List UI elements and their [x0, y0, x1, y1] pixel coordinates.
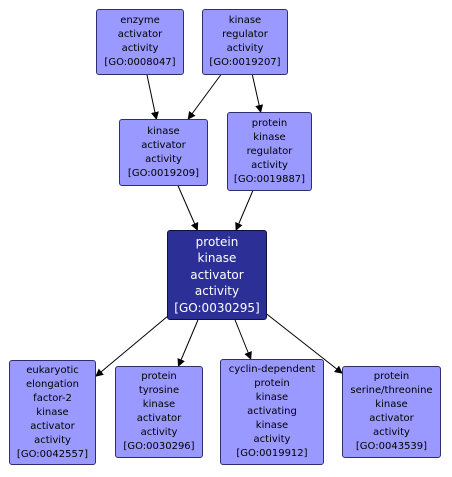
node-line: protein — [141, 371, 177, 382]
node-go-id: [GO:0019912] — [236, 448, 308, 459]
node-line: regulator — [246, 145, 293, 157]
node-line: protein — [373, 371, 410, 382]
node-line: protein — [254, 378, 290, 389]
node-line: eukaryotic — [26, 364, 79, 376]
node-go-id: [GO:0030296] — [123, 441, 195, 452]
edge-0030295-to-0042557 — [95, 316, 168, 377]
node-line: activator — [136, 413, 182, 424]
node-line: activity — [253, 434, 291, 445]
node-line: cyclin-dependent — [228, 364, 316, 375]
edge-0019207-to-0019887 — [251, 74, 264, 113]
node-go-id: [GO:0043539] — [355, 441, 428, 452]
node-line: kinase — [375, 399, 408, 410]
node-line: kinase — [147, 125, 180, 137]
node-line: kinase — [255, 392, 289, 403]
edge-0030295-to-0030296 — [177, 319, 199, 367]
node-line: regulator — [222, 29, 268, 40]
node-go-id: [GO:0030295] — [174, 300, 260, 315]
node-line: protein — [251, 117, 288, 129]
edge-0008047-to-0019209 — [146, 74, 159, 120]
node-line: activator — [141, 139, 186, 151]
node-line: tyrosine — [138, 385, 180, 396]
go-node-0042557[interactable]: eukaryotic elongation factor-2 kinase ac… — [9, 360, 96, 465]
node-go-id: [GO:0019207] — [209, 57, 281, 68]
node-line: activity — [251, 159, 288, 171]
go-node-0008047[interactable]: enzyme activator activity [GO:0008047] — [96, 9, 184, 75]
edge-0019209-to-0030295 — [177, 185, 199, 231]
node-line: factor-2 — [33, 392, 72, 404]
node-line: activating — [247, 406, 297, 417]
node-line: elongation — [25, 378, 80, 390]
node-line: activity — [140, 427, 178, 438]
node-line: activity — [373, 427, 410, 438]
go-node-0019209[interactable]: kinase activator activity [GO:0019209] — [119, 119, 208, 186]
go-node-0019207[interactable]: kinase regulator activity [GO:0019207] — [202, 9, 288, 75]
node-line: activity — [194, 284, 240, 299]
node-line: kinase — [197, 251, 237, 266]
node-go-id: [GO:0008047] — [104, 57, 176, 68]
node-go-id: [GO:0042557] — [16, 448, 89, 460]
node-line: activator — [30, 420, 75, 432]
go-node-0030296[interactable]: protein tyrosine kinase activator activi… — [115, 366, 203, 458]
node-line: activity — [145, 153, 182, 165]
node-line: activity — [34, 434, 71, 446]
node-line: activator — [190, 267, 244, 282]
node-line: kinase — [253, 131, 286, 143]
edge-0019887-to-0030295 — [235, 190, 254, 231]
go-node-0019887[interactable]: protein kinase regulator activity [GO:00… — [227, 112, 312, 191]
edge-0019207-to-0019209 — [187, 74, 222, 120]
edge-0030295-to-0019912 — [234, 319, 252, 360]
node-line: kinase — [255, 420, 289, 431]
go-node-0030295-focus[interactable]: protein kinase activator activity [GO:00… — [167, 230, 267, 320]
node-line: activator — [369, 413, 414, 424]
node-line: serine/threonine — [350, 385, 433, 396]
go-node-0043539[interactable]: protein serine/threonine kinase activato… — [342, 366, 441, 458]
node-line: kinase — [228, 15, 262, 26]
node-line: kinase — [36, 406, 69, 418]
node-line: enzyme — [120, 15, 160, 26]
node-line: activity — [121, 43, 159, 54]
node-go-id: [GO:0019887] — [233, 173, 306, 185]
node-line: kinase — [142, 399, 176, 410]
node-go-id: [GO:0019209] — [127, 167, 200, 179]
go-node-0019912[interactable]: cyclin-dependent protein kinase activati… — [220, 359, 324, 465]
node-line: activator — [117, 29, 163, 40]
node-line: activity — [226, 43, 264, 54]
edge-0030295-to-0043539 — [266, 313, 343, 374]
node-line: protein — [195, 234, 239, 249]
